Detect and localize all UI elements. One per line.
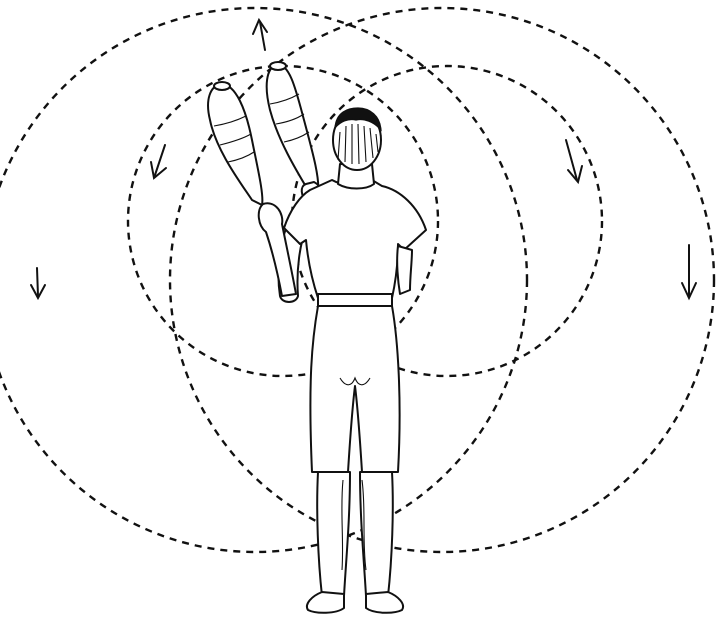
right-leg bbox=[360, 472, 393, 596]
belt bbox=[318, 294, 392, 306]
left-club bbox=[208, 82, 262, 205]
left-foot bbox=[307, 592, 344, 613]
shorts bbox=[310, 306, 399, 472]
arrow-down-left-outer-icon bbox=[31, 268, 45, 298]
arrow-up-icon bbox=[253, 20, 267, 50]
arrow-down-right-outer-icon bbox=[682, 245, 696, 298]
right-club bbox=[267, 62, 319, 192]
arrow-down-left-inner-icon bbox=[151, 145, 166, 178]
left-leg bbox=[317, 472, 350, 596]
right-foot bbox=[366, 592, 403, 613]
right-arm bbox=[397, 246, 412, 294]
large-left-circle-path bbox=[0, 8, 527, 552]
large-right-circle-path bbox=[170, 8, 714, 552]
figure-back-view bbox=[259, 108, 426, 613]
arrow-down-right-inner-icon bbox=[566, 140, 582, 182]
